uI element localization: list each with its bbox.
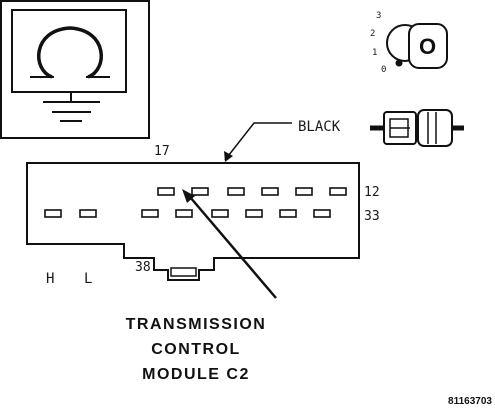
ignition-key-icon: 3 2 1 0 O xyxy=(370,11,448,75)
caption-leader-arrowhead xyxy=(182,189,195,203)
connector-body xyxy=(26,162,360,281)
pin-cavity xyxy=(79,209,97,218)
pin-cavity xyxy=(295,187,313,196)
pin-cavity xyxy=(261,187,279,196)
connector-plug-icon xyxy=(370,109,464,147)
pin-row-top xyxy=(157,187,347,196)
pin-cavity xyxy=(44,209,62,218)
pin-cavity xyxy=(175,209,193,218)
figure-id: 81163703 xyxy=(448,396,492,407)
pin-cavity xyxy=(141,209,159,218)
caption-line-2: CONTROL xyxy=(151,341,241,358)
pin-cavity xyxy=(157,187,175,196)
pin-cavity xyxy=(329,187,347,196)
connector-key-notch xyxy=(170,267,197,277)
pin-cavity xyxy=(279,209,297,218)
ohmmeter-ground-icon xyxy=(0,0,150,139)
caption-leader-line xyxy=(189,196,277,299)
pin-cavity xyxy=(227,187,245,196)
pin-label-17: 17 xyxy=(154,144,170,159)
pin-cavity xyxy=(313,209,331,218)
key-position-2: 2 xyxy=(370,29,375,39)
key-head-glyph: O xyxy=(419,34,436,59)
connector-color-label: BLACK xyxy=(298,119,341,135)
pin-cavity xyxy=(211,209,229,218)
pin-label-l: L xyxy=(84,271,92,287)
caption-line-1: TRANSMISSION xyxy=(126,316,267,333)
pin-label-12: 12 xyxy=(364,185,380,200)
pin-label-33: 33 xyxy=(364,209,380,224)
pin-label-38: 38 xyxy=(135,260,151,275)
pin-cavity xyxy=(191,187,209,196)
color-leader-line xyxy=(224,122,292,161)
key-position-0: 0 xyxy=(381,65,386,75)
color-leader-arrowhead xyxy=(224,151,233,162)
key-position-1: 1 xyxy=(372,48,377,58)
key-position-3: 3 xyxy=(376,11,381,21)
caption-line-3: MODULE C2 xyxy=(142,366,250,383)
pin-row-bottom xyxy=(44,209,331,218)
pin-label-h: H xyxy=(46,271,54,287)
pin-cavity xyxy=(245,209,263,218)
